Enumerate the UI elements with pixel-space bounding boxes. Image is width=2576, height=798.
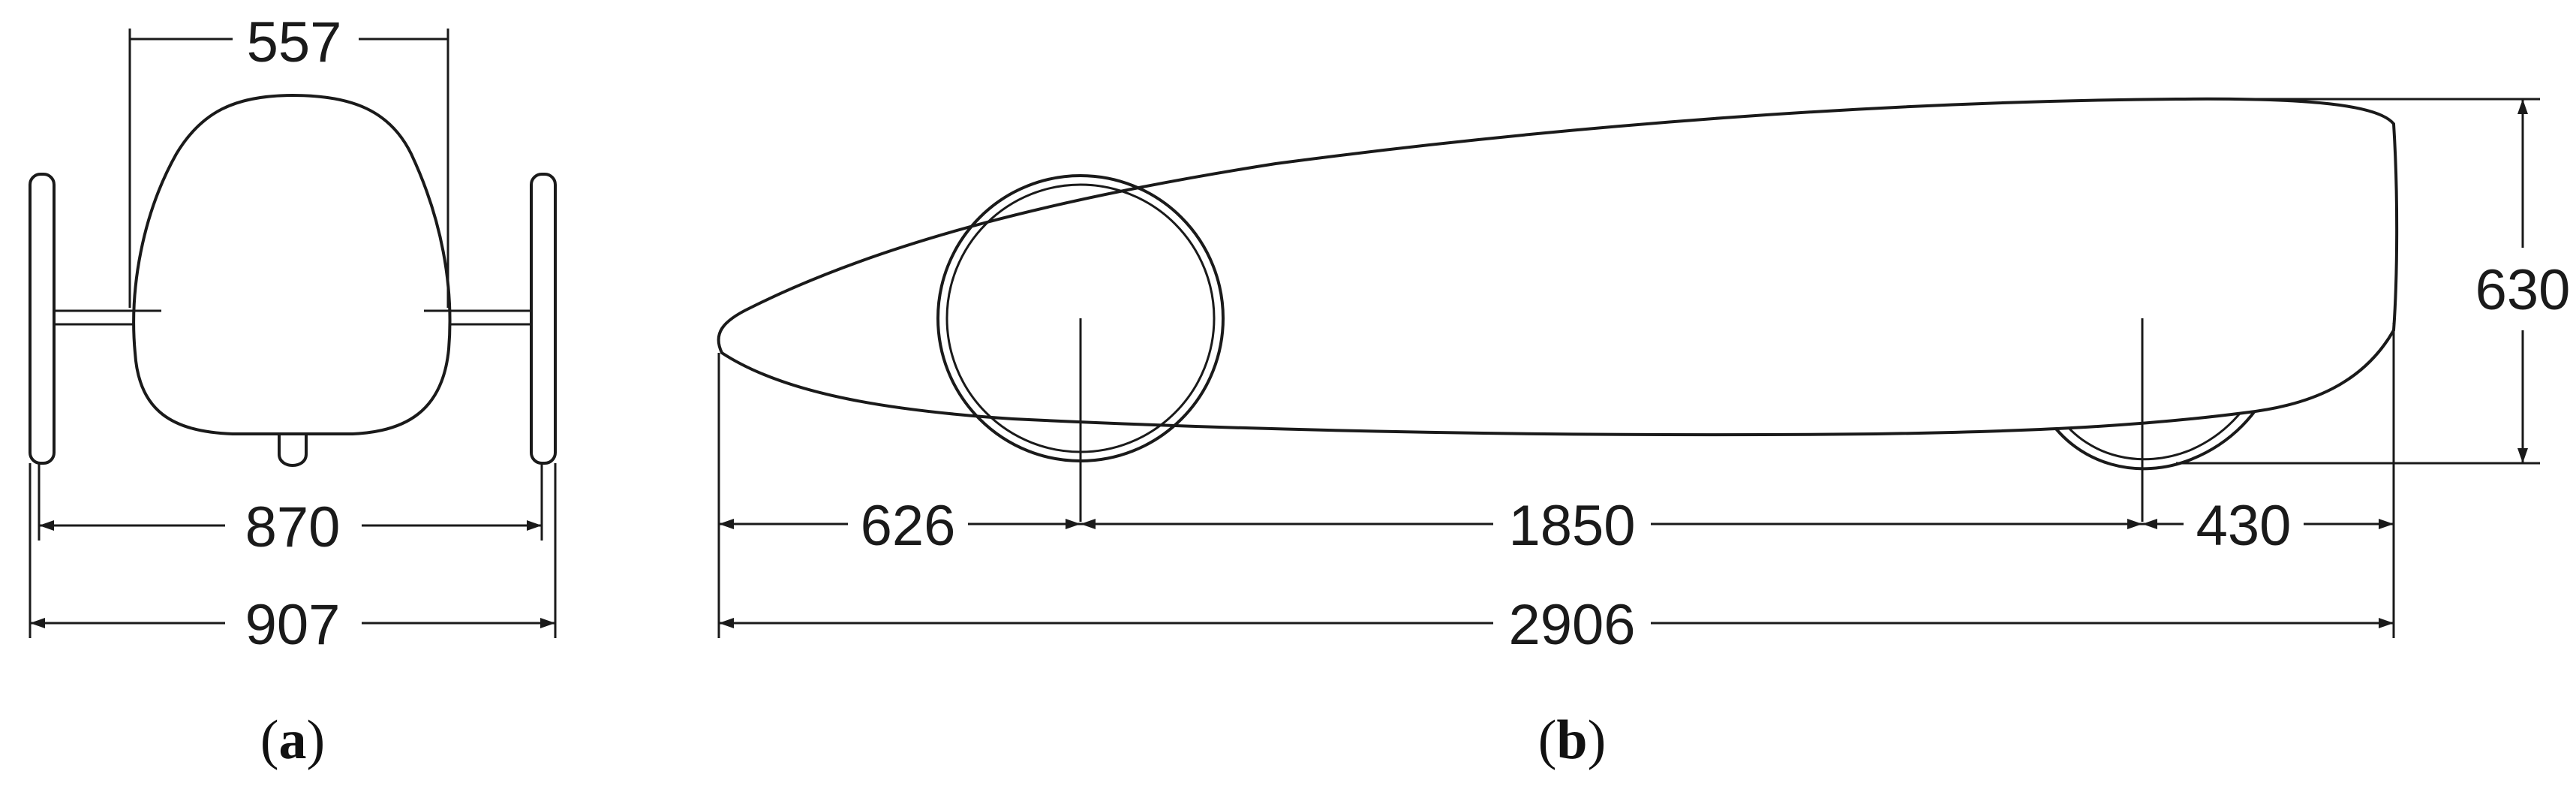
side-dim-2906-label: 2906: [1508, 593, 1635, 657]
front-view-body-shell: [132, 93, 452, 435]
front-dim-557: [128, 29, 449, 308]
side-view: 626 1850 430 2906 630 (b): [717, 97, 2571, 771]
side-dim-630: [2176, 98, 2540, 465]
side-view-caption-open: (: [1538, 709, 1557, 771]
front-view: 557 870 907 (a): [29, 11, 557, 771]
side-dim-626-label: 626: [861, 494, 956, 558]
front-dim-870: [38, 463, 543, 541]
side-view-caption: (b): [1538, 709, 1606, 771]
front-dim-907-label: 907: [245, 593, 341, 657]
side-dim-row-1: [719, 519, 2394, 529]
front-view-caption: (a): [260, 709, 325, 771]
side-view-caption-close: ): [1588, 709, 1607, 771]
side-dim-1850-label: 1850: [1508, 494, 1635, 558]
side-dim-2906: [719, 618, 2394, 628]
side-view-caption-letter: b: [1556, 709, 1587, 771]
front-dim-557-label: 557: [247, 11, 342, 74]
front-view-left-wheel: [29, 173, 56, 465]
side-dim-630-label: 630: [2475, 258, 2571, 322]
front-dim-907: [29, 463, 557, 638]
front-view-caption-close: ): [307, 709, 326, 771]
side-view-body-shell: [717, 97, 2399, 437]
front-view-right-wheel: [530, 173, 557, 465]
front-view-caption-letter: a: [279, 709, 307, 771]
front-view-bottom-skid: [278, 434, 308, 467]
front-view-caption-open: (: [260, 709, 279, 771]
side-dim-430-label: 430: [2196, 494, 2292, 558]
front-dim-870-label: 870: [245, 495, 341, 559]
